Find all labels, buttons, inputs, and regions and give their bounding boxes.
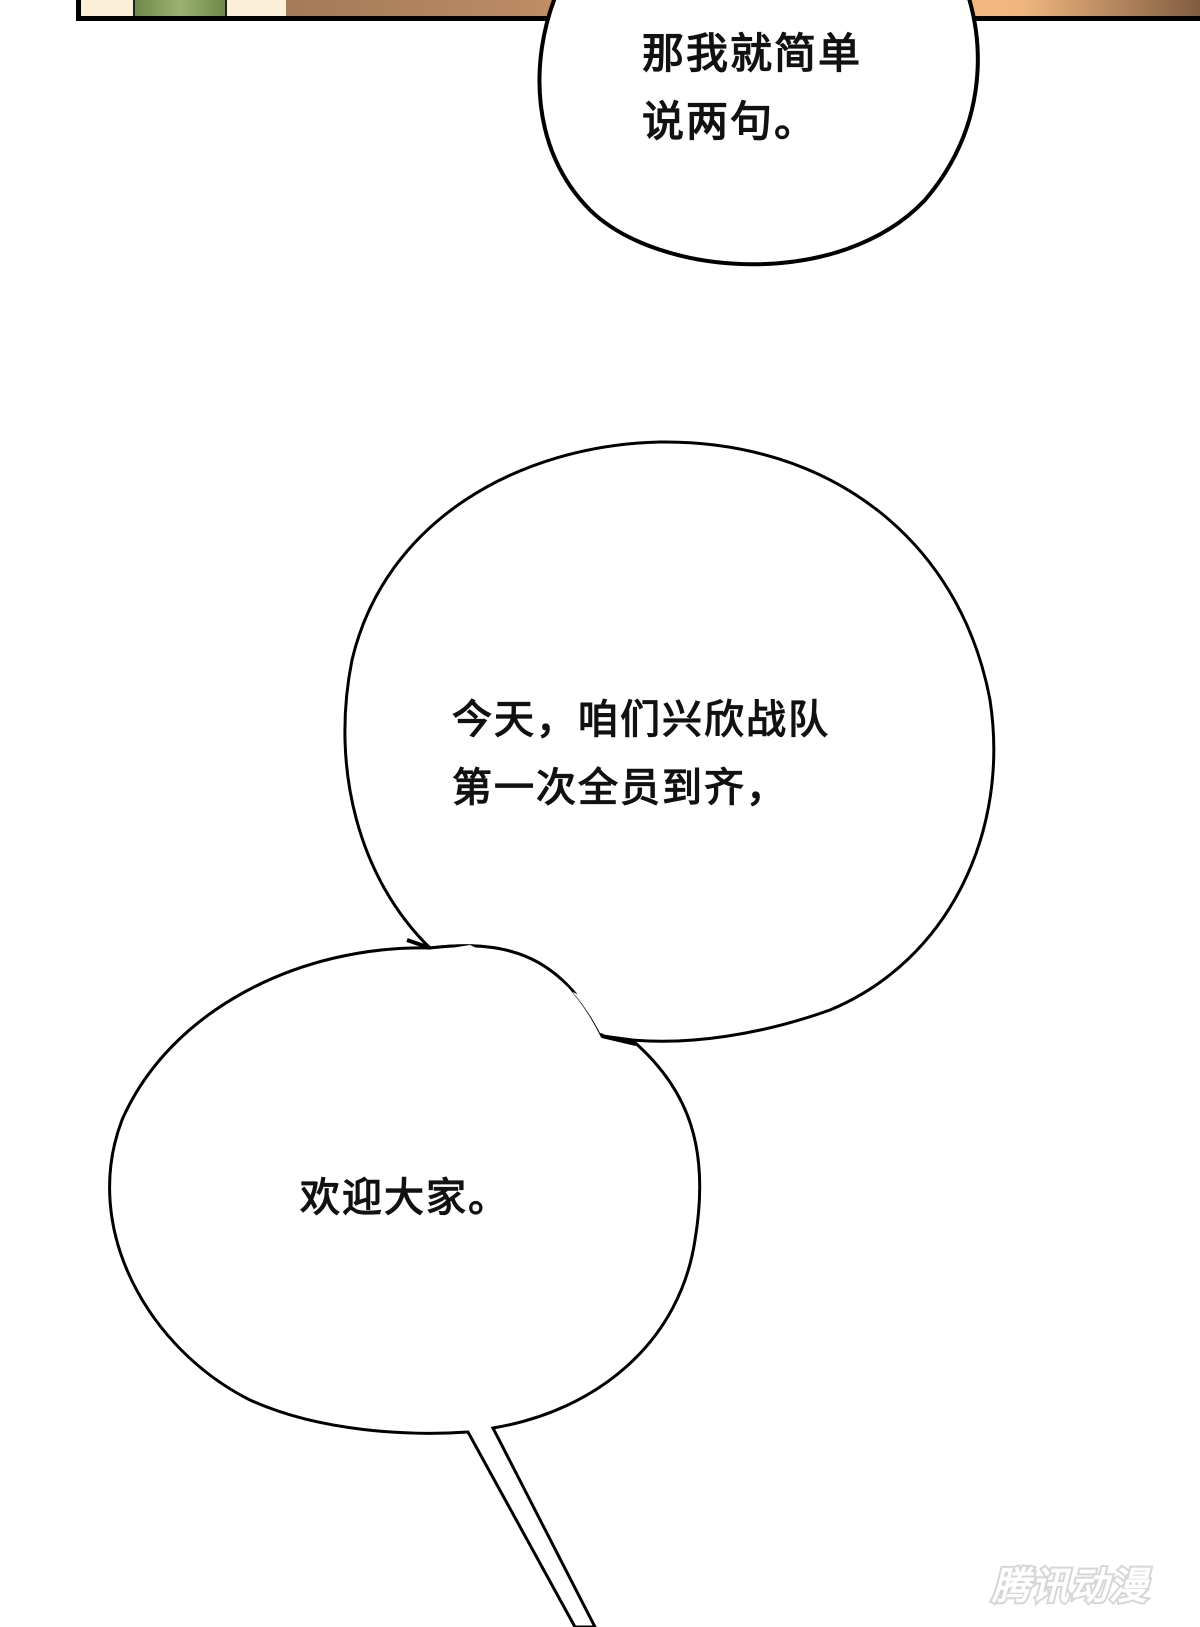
bubble-2-text: 今天，咱们兴欣战队 第一次全员到齐，: [452, 697, 830, 811]
speech-bubble-1: [537, 0, 980, 267]
bubble-3-text: 欢迎大家。: [300, 1175, 510, 1221]
speech-bubble-3: [108, 944, 702, 1627]
panel-art-figure: [133, 0, 227, 16]
speech-bubble-2: [343, 440, 996, 1043]
bubble-1-text: 那我就简单 说两句。: [642, 29, 863, 146]
publisher-watermark: 腾讯动漫: [990, 1562, 1149, 1610]
